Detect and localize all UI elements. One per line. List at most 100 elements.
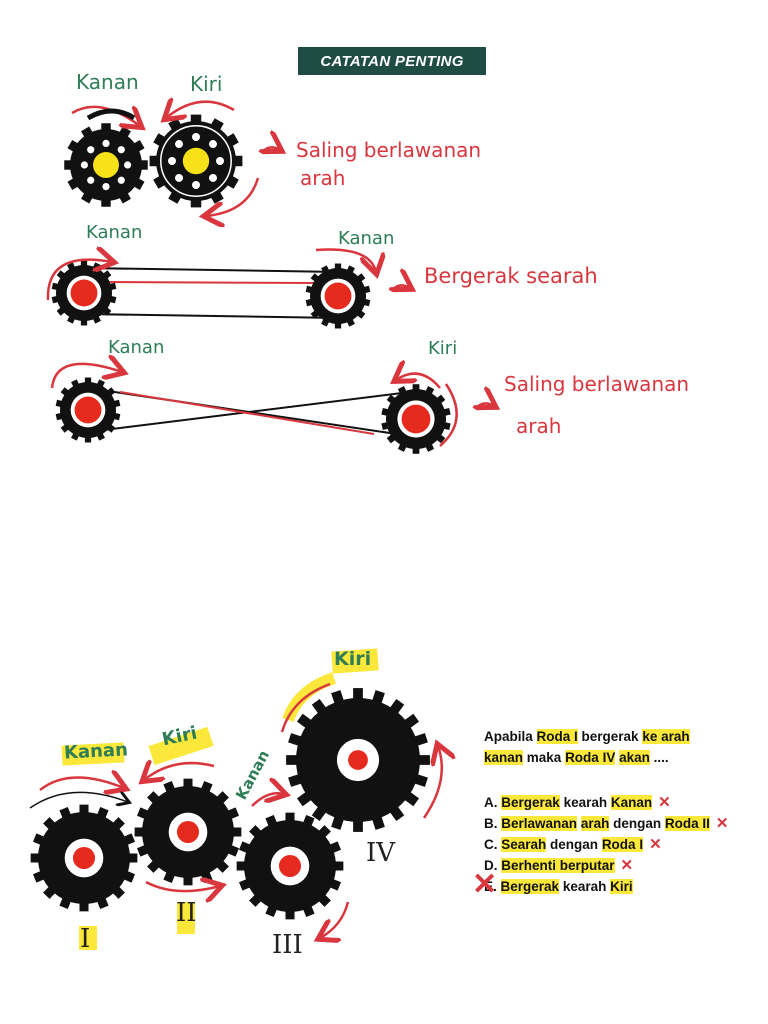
arrow-gear-IV-top — [280, 682, 331, 733]
gear-right-row1 — [149, 114, 243, 208]
option-text: Roda II — [664, 816, 710, 831]
option-letter: D. — [484, 858, 502, 873]
gear-III — [236, 812, 344, 920]
question-part: .... — [649, 750, 669, 765]
arrow-black-gear-I — [29, 792, 128, 809]
arrow-gear-II-top — [144, 763, 215, 780]
gear-label-IV: IV — [366, 838, 396, 868]
gear-left-row3 — [55, 377, 121, 443]
option-letter: B. — [484, 816, 502, 831]
gear-left-row2 — [51, 260, 117, 326]
gear-pair-belt — [51, 260, 371, 329]
note-result2-row3: arah — [516, 414, 562, 438]
highlight-label-II — [177, 902, 195, 934]
label-kanan-right-row2: Kanan — [338, 228, 395, 249]
wrong-mark-icon: ✕ — [715, 815, 729, 832]
chosen-cross-mark: ✕ — [472, 868, 498, 901]
option-letter: E. — [484, 879, 501, 894]
answer-options: A. Bergerak kearah Kanan✕B. Berlawanan a… — [472, 792, 764, 900]
gear-right-row3 — [381, 384, 451, 454]
arrow-kanan-row3 — [50, 364, 122, 389]
arrow-kanan-row1 — [71, 107, 140, 126]
option-text: Bergerak — [500, 879, 560, 894]
note-result2-row1: arah — [300, 166, 346, 190]
belt-top — [83, 267, 341, 273]
gear-IV — [286, 688, 430, 832]
arrow-gear-II-bottom — [145, 882, 220, 891]
question-part: bergerak — [577, 729, 643, 744]
label-kanan-row3: Kanan — [108, 337, 165, 358]
arrow-kiri-bottom-row1 — [206, 177, 260, 216]
option-text: Kiri — [610, 879, 633, 894]
option-text: Berhenti berputar — [501, 858, 615, 873]
arrow-gear-III-bottom — [320, 901, 350, 938]
highlight-kiri-II — [148, 726, 214, 766]
page-title: CATATAN PENTING — [298, 47, 486, 75]
wrong-mark-icon: ✕ — [620, 857, 634, 874]
arrow-gear-IV-side — [422, 746, 442, 819]
note-result-row3: Saling berlawanan — [504, 372, 690, 396]
gear-pair-crossed — [55, 377, 451, 454]
option-text: dengan — [609, 816, 665, 831]
gear-II — [134, 778, 242, 886]
answer-option: B. Berlawanan arah dengan Roda II ✕ — [484, 813, 764, 834]
option-text: kearah — [559, 795, 611, 810]
gear-left-row1 — [64, 123, 148, 207]
black-direction-arrow — [86, 108, 136, 121]
gear-label-III: III — [272, 930, 303, 960]
note-result-row1: Saling berlawanan — [296, 138, 482, 162]
label-kiri-row1: Kiri — [190, 72, 223, 96]
arrow-kanan-left-row2 — [46, 260, 112, 301]
belt-bottom — [83, 313, 341, 319]
answer-option: ✕E. Bergerak kearah Kiri — [472, 870, 764, 900]
note-result-row2: Bergerak searah — [424, 264, 598, 288]
question-highlight: akan — [619, 750, 650, 765]
option-text: arah — [580, 816, 610, 831]
question-text: Apabila Roda I bergerak ke arah kanan ma… — [484, 726, 744, 768]
option-text: kearah — [559, 879, 611, 894]
answer-option: D. Berhenti berputar ✕ — [484, 855, 764, 876]
label-kanan-gear-I: Kanan — [63, 739, 129, 764]
question-highlight: Roda I — [536, 729, 578, 744]
wrong-mark-icon: ✕ — [658, 794, 671, 811]
answer-option: A. Bergerak kearah Kanan ✕ — [484, 792, 764, 813]
option-text: Bergerak — [501, 795, 560, 810]
option-text: Searah — [501, 837, 547, 852]
arrow-kiri-side-row3 — [439, 383, 458, 447]
highlight-kiri-IV — [331, 648, 379, 674]
crossed-belt-2 — [87, 391, 411, 433]
option-text: dengan — [546, 837, 602, 852]
arrow-kiri-row1 — [166, 102, 235, 118]
pointer-arrow-row1 — [262, 147, 280, 152]
gear-I — [30, 804, 138, 912]
question-highlight: kanan — [484, 750, 524, 765]
arrow-red-gear-I — [39, 777, 124, 790]
problem-gear-train — [30, 688, 430, 920]
label-kanan-left-row2: Kanan — [86, 222, 143, 243]
gear-label-II: II — [176, 898, 197, 928]
option-text: Roda I — [601, 837, 644, 852]
gear-label-I: I — [80, 924, 91, 954]
label-kiri-gear-IV: Kiri — [334, 648, 372, 670]
pointer-arrow-row3 — [476, 403, 494, 408]
option-text: Kanan — [610, 795, 653, 810]
arrow-kanan-right-row2 — [315, 248, 376, 272]
question-highlight: Roda IV — [565, 750, 616, 765]
belt-red-line — [99, 281, 319, 284]
arrow-gear-III — [251, 793, 284, 807]
option-letter: A. — [484, 795, 502, 810]
gear-pair-meshing — [64, 114, 243, 208]
label-kiri-row3: Kiri — [428, 338, 458, 359]
crossed-belt-red — [119, 391, 375, 435]
wrong-mark-icon: ✕ — [649, 836, 662, 853]
option-text: Berlawanan — [501, 816, 578, 831]
highlight-kanan-I — [61, 742, 125, 766]
gear-right-row2 — [305, 263, 371, 329]
answer-option: C. Searah dengan Roda I ✕ — [484, 834, 764, 855]
question-part: maka — [523, 750, 566, 765]
question-highlight: ke arah — [642, 729, 690, 744]
option-letter: C. — [484, 837, 502, 852]
arrow-kiri-top-row3 — [396, 374, 441, 389]
pointer-arrow-row2 — [392, 285, 410, 290]
